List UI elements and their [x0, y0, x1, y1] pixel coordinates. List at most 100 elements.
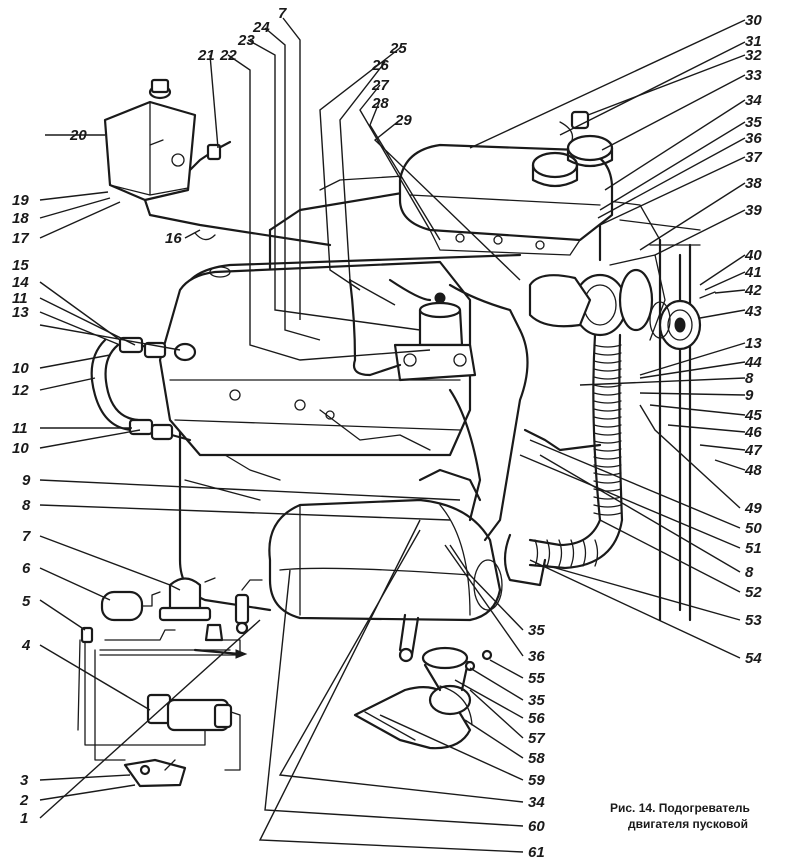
callout-19: 19	[12, 192, 29, 209]
callout-53: 53	[745, 612, 762, 629]
callout-38: 38	[745, 175, 762, 192]
duct-ring	[582, 539, 587, 567]
callout-51: 51	[745, 540, 762, 557]
figure-caption-line1: Рис. 14. Подогреватель	[610, 801, 750, 815]
callout-39: 39	[745, 202, 762, 219]
air-duct	[503, 333, 624, 587]
duct-ring	[593, 480, 622, 484]
callout-11: 11	[12, 420, 28, 437]
duct-ring	[593, 424, 622, 428]
callout-2: 2	[19, 792, 29, 809]
duct-ring	[593, 392, 622, 396]
callout-48: 48	[744, 462, 762, 479]
duct-ring	[594, 539, 599, 567]
duct-ring	[593, 448, 622, 452]
callout-13: 13	[12, 304, 29, 321]
callout-61: 61	[528, 844, 545, 861]
duct-ring	[570, 539, 575, 567]
duct-ring	[593, 360, 622, 364]
callout-42: 42	[744, 282, 762, 299]
duct-ring	[593, 368, 622, 372]
callout-27: 27	[371, 77, 389, 94]
callout-30: 30	[745, 12, 762, 29]
duct-ring	[593, 416, 622, 420]
callout-50: 50	[745, 520, 762, 537]
callout-35: 35	[745, 114, 762, 131]
callout-15: 15	[12, 257, 29, 274]
duct-ring	[534, 539, 539, 567]
callout-34b: 34	[528, 794, 545, 811]
callout-47: 47	[744, 442, 762, 459]
callout-12: 12	[12, 382, 29, 399]
callout-49: 49	[744, 500, 762, 517]
heater-boiler	[268, 498, 503, 663]
duct-ring	[558, 539, 563, 567]
callout-35b: 35	[528, 622, 545, 639]
blower-assembly	[528, 254, 716, 351]
callout-46: 46	[744, 424, 762, 441]
callout-5: 5	[22, 593, 31, 610]
fuel-valve-assembly	[348, 278, 602, 542]
radiator-tank	[398, 143, 614, 256]
callout-3: 3	[20, 772, 29, 789]
filler-cap	[559, 110, 614, 168]
callout-8b: 8	[745, 370, 754, 387]
callout-55: 55	[528, 670, 545, 687]
leader-lines	[39, 17, 746, 853]
duct-ring	[593, 376, 622, 380]
callout-10: 10	[12, 440, 29, 457]
callout-14: 14	[12, 274, 29, 291]
duct-ring	[593, 488, 622, 492]
callout-6: 6	[22, 560, 31, 577]
duct-ring	[593, 384, 622, 388]
callout-8: 8	[22, 497, 31, 514]
duct-ring	[593, 456, 622, 460]
electrical-scheme	[77, 577, 263, 788]
callout-17: 17	[12, 230, 29, 247]
callout-4: 4	[21, 637, 31, 654]
callout-18: 18	[12, 210, 29, 227]
callout-31: 31	[745, 33, 762, 50]
callout-54: 54	[745, 650, 762, 667]
callout-24: 24	[252, 19, 270, 36]
callout-60: 60	[528, 818, 545, 835]
callout-7: 7	[22, 528, 31, 545]
callout-16: 16	[165, 230, 182, 247]
callout-32: 32	[745, 47, 762, 64]
duct-ring	[546, 539, 551, 567]
callout-9b: 9	[745, 387, 754, 404]
exhaust-elbow	[353, 684, 473, 750]
callout-22: 22	[219, 47, 237, 64]
fuel-tank	[103, 78, 332, 247]
duct-ring	[593, 408, 622, 412]
callout-58: 58	[528, 750, 545, 767]
callout-10b: 10	[12, 360, 29, 377]
callout-59: 59	[528, 772, 545, 789]
callout-52: 52	[745, 584, 762, 601]
callout-labels: 1 2 3 4 5 6 7 8 9 10 11 12 10 13 11 14 1…	[12, 5, 762, 861]
callout-28: 28	[371, 95, 389, 112]
callout-44: 44	[744, 354, 762, 371]
callout-37: 37	[745, 149, 762, 166]
duct-ring	[593, 400, 622, 404]
duct-ring	[593, 512, 622, 516]
callout-20: 20	[69, 127, 87, 144]
callout-40: 40	[744, 247, 762, 264]
callout-9: 9	[22, 472, 31, 489]
callout-11b: 11	[12, 290, 28, 307]
duct-ring	[593, 432, 622, 436]
callout-8c: 8	[745, 564, 754, 581]
callout-41: 41	[744, 264, 762, 281]
callout-56: 56	[528, 710, 545, 727]
duct-ring	[593, 472, 622, 476]
duct-ring	[593, 352, 622, 356]
pipe-clamp	[421, 646, 493, 692]
figure-caption-line2: двигателя пусковой	[628, 817, 748, 831]
callout-33: 33	[745, 67, 762, 84]
callout-1: 1	[20, 810, 28, 827]
duct-ring	[593, 504, 622, 508]
callout-36b: 36	[528, 648, 545, 665]
callout-7b: 7	[278, 5, 287, 22]
